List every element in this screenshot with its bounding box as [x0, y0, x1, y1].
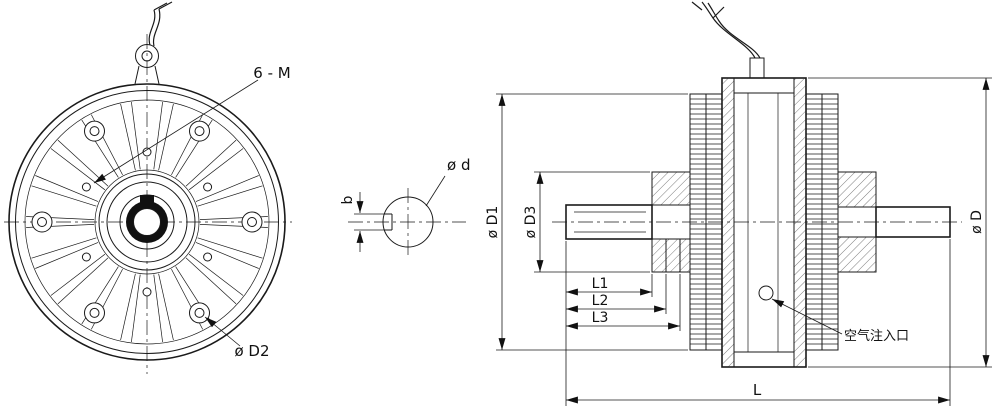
leader-d — [425, 175, 446, 207]
side-view — [552, 1, 962, 368]
outer-rim-circle — [8, 83, 286, 361]
front-lead-wires — [148, 1, 173, 47]
label-d: ø d — [447, 156, 470, 174]
bore-circle — [133, 208, 161, 236]
right-hub-hatch-top — [837, 171, 877, 208]
leader-d2 — [204, 316, 241, 347]
label-l1: L1 — [592, 276, 609, 292]
label-air-inlet: 空气注入口 — [844, 328, 909, 344]
eye-base-left — [134, 65, 140, 85]
wire-tip — [691, 1, 703, 11]
eye-base-right — [154, 65, 160, 85]
label-d2: ø D2 — [234, 342, 269, 360]
lifting-eye — [134, 44, 160, 85]
hub — [98, 173, 196, 271]
label-d1: ø D1 — [485, 206, 501, 239]
label-d3: ø D3 — [523, 206, 539, 239]
front-view: 6 - M ø D2 — [4, 1, 292, 374]
right-shaft — [875, 206, 951, 238]
body-plate-right — [793, 77, 807, 368]
side-lead-wires — [691, 1, 761, 59]
keyway-notch — [140, 195, 154, 205]
label-bolt-spec: 6 - M — [253, 64, 290, 82]
wire-strand — [152, 8, 161, 47]
wire-strand — [707, 2, 761, 59]
air-inlet-port — [758, 285, 774, 301]
shaft-section-circle — [382, 196, 434, 248]
fin-inner-circle — [94, 169, 200, 275]
hub-outer-circle — [98, 173, 196, 271]
label-l2: L2 — [592, 293, 609, 309]
label-d-outer: ø D — [969, 210, 985, 234]
wire-tip — [158, 1, 173, 10]
wire-strand — [701, 1, 756, 59]
bolt-holes — [31, 120, 263, 324]
terminal-block — [749, 57, 765, 79]
label-l: L — [753, 381, 762, 399]
dimensions: ø D1 ø D3 ø D L1 L2 L3 L 空气注入口 — [485, 77, 992, 406]
central-body — [721, 77, 807, 368]
body-plate-left — [721, 77, 735, 368]
fin-outer-circle — [24, 99, 270, 345]
hub-step-circle — [106, 181, 188, 263]
right-hub-hatch-bottom — [837, 236, 877, 273]
wire-strand — [148, 9, 156, 46]
eye-ring-inner — [141, 50, 153, 62]
wire-tip — [153, 2, 168, 11]
inner-rim-circle — [15, 90, 279, 354]
wire-tip — [712, 6, 725, 19]
left-hub-hatch-bottom — [651, 238, 691, 273]
left-hub-hatch-top — [651, 171, 691, 206]
leader-6m — [93, 79, 259, 184]
label-b: b — [340, 195, 356, 204]
eye-ring-outer — [135, 44, 159, 68]
leader-air-inlet — [771, 298, 843, 335]
shaft-detail-view: b ø d — [340, 156, 470, 256]
label-l3: L3 — [592, 310, 609, 326]
tapped-holes — [81, 147, 213, 297]
